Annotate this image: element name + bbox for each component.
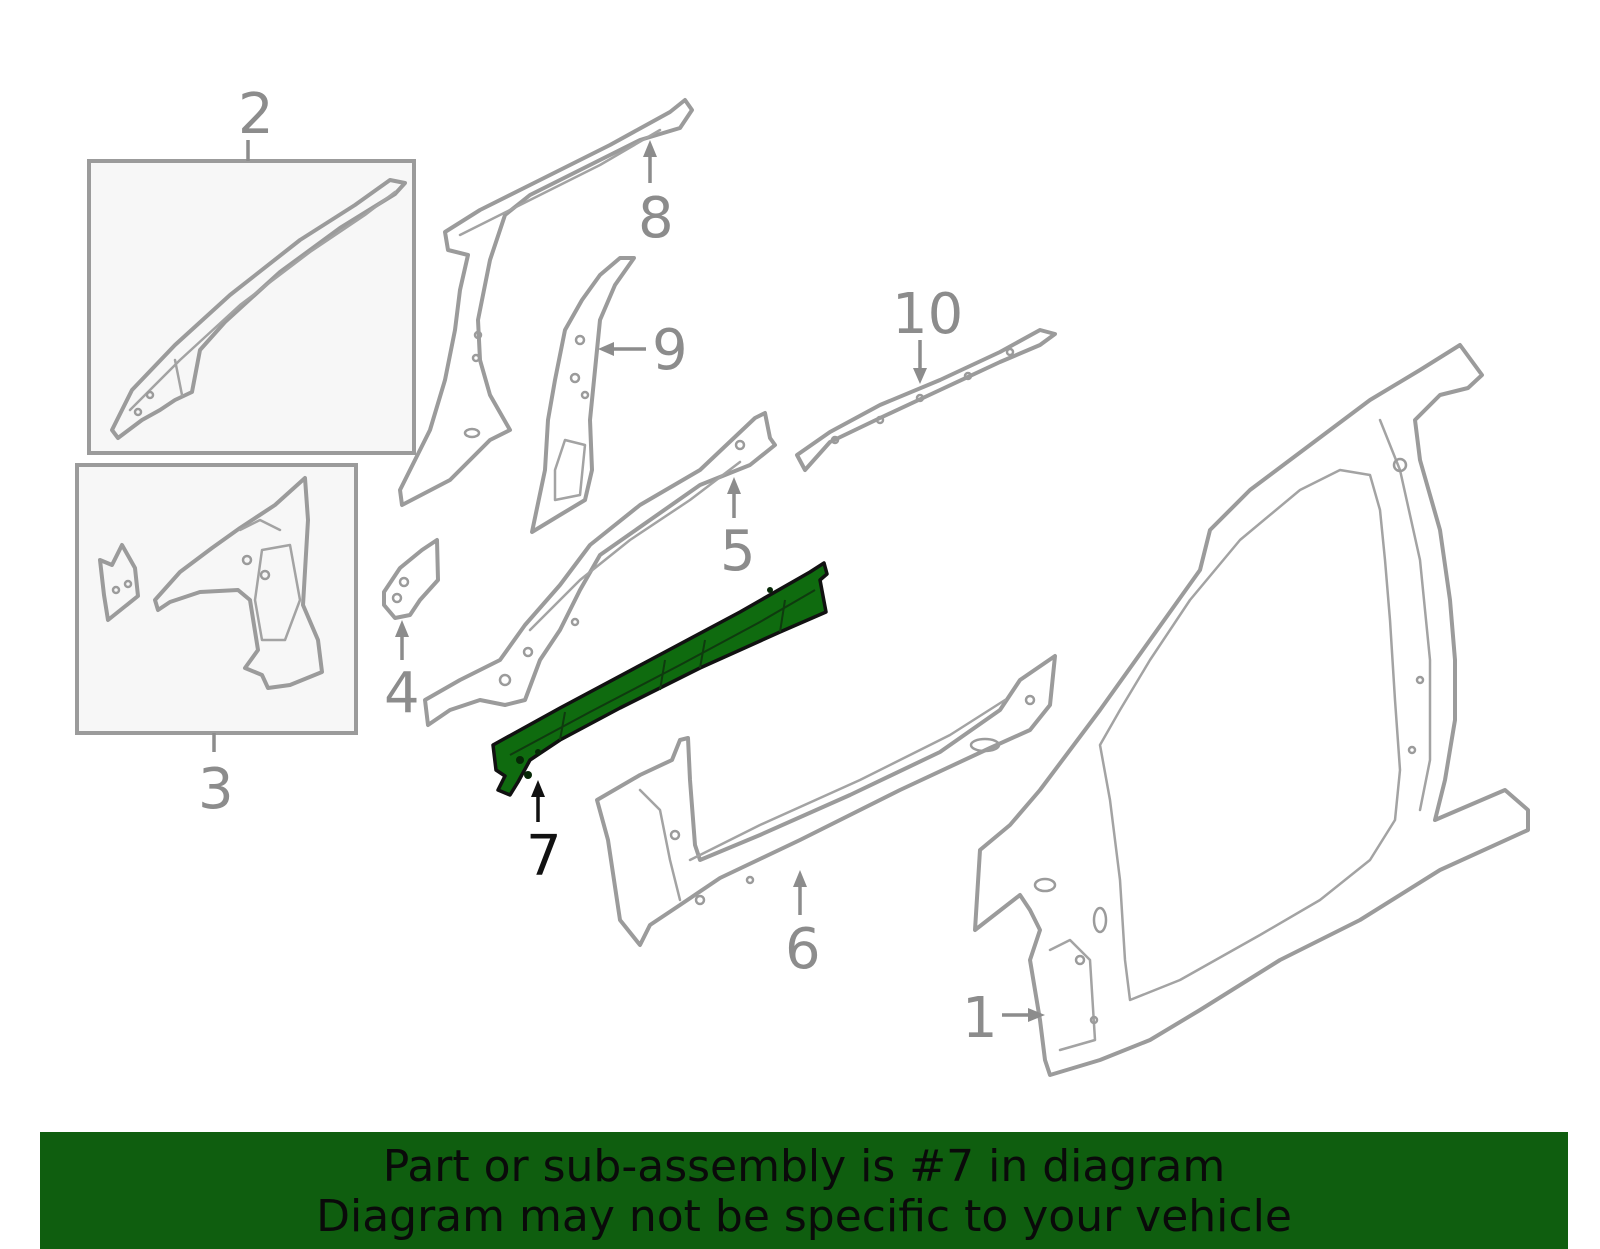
callout-1-arrowhead (1028, 1008, 1045, 1022)
callout-7: 7 (526, 824, 562, 889)
callout-3: 3 (198, 757, 234, 822)
callout-1: 1 (962, 986, 998, 1051)
callout-8-arrowhead (643, 140, 657, 157)
part-8-drawing (398, 98, 694, 507)
callout-2: 2 (238, 82, 274, 147)
callout-4: 4 (384, 661, 420, 726)
part-10-drawing (795, 328, 1057, 472)
part-1-drawing (973, 343, 1530, 1077)
notice-banner: Part or sub-assembly is #7 in diagram Di… (40, 1132, 1568, 1249)
banner-line-1: Part or sub-assembly is #7 in diagram (382, 1141, 1226, 1192)
callout-5-arrowhead (727, 477, 741, 494)
part-5-drawing (423, 411, 777, 727)
callout-9: 9 (652, 318, 688, 383)
callout-6-arrowhead (793, 870, 807, 887)
callout-6: 6 (785, 917, 821, 982)
banner-line-2: Diagram may not be specific to your vehi… (316, 1191, 1292, 1242)
callout-8: 8 (638, 186, 674, 251)
callout-10: 10 (892, 282, 963, 347)
callout-9-arrowhead (598, 342, 614, 356)
part-2-group-box (87, 159, 416, 455)
part-2-drawing (110, 178, 407, 440)
part-7-highlight (491, 561, 829, 797)
part-7-drawing (491, 561, 829, 797)
part-3-group-box (75, 463, 358, 735)
part-3-drawing (98, 476, 324, 690)
callout-7-arrowhead (531, 780, 545, 797)
callout-10-arrowhead (913, 368, 927, 384)
part-9-drawing (530, 256, 636, 534)
callout-5: 5 (720, 519, 756, 584)
parts-diagram: 2 3 8 9 (75, 82, 1530, 1077)
part-6-drawing (595, 654, 1057, 947)
callout-4-arrowhead (395, 620, 409, 637)
part-4-drawing (382, 538, 440, 620)
